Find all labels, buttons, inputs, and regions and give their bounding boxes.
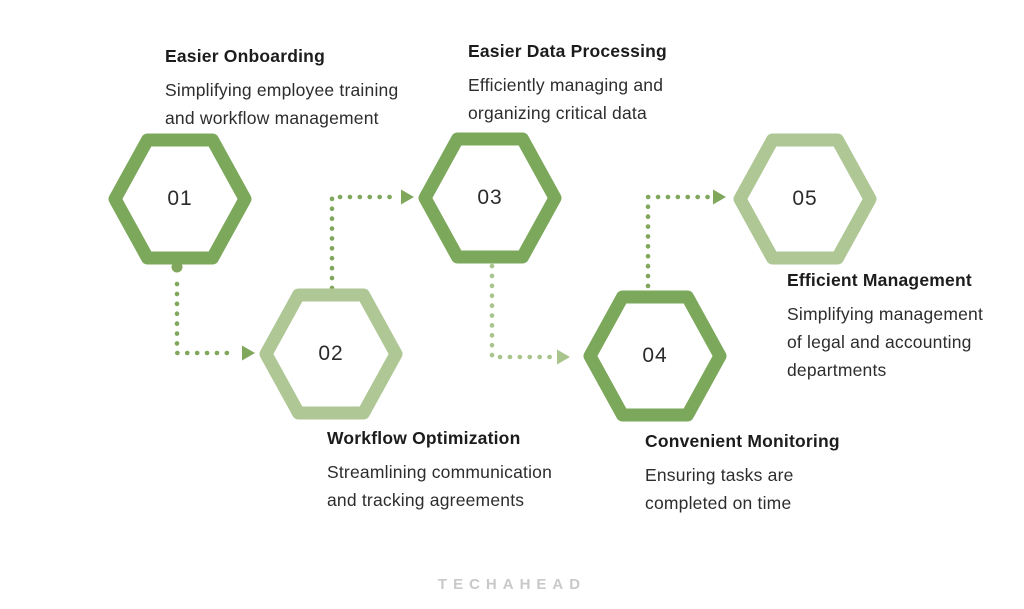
connector-arrowhead-icon: [401, 189, 414, 205]
connector-dotted-line: [645, 194, 711, 289]
step-04-label: Convenient Monitoring Ensuring tasks are…: [645, 429, 840, 517]
connector-01-02: [171, 261, 255, 361]
step-title: Easier Onboarding: [165, 46, 325, 66]
step-number: 02: [318, 342, 344, 365]
connector-04-05: [645, 189, 726, 289]
techahead-logo: TECHAHEAD: [437, 576, 587, 593]
connector-arrowhead-icon: [713, 189, 726, 205]
connector-arrowhead-icon: [557, 349, 570, 365]
hexagon-outline-icon: [418, 132, 562, 264]
step-description-line: of legal and accounting: [787, 332, 972, 352]
connector-02-03: [329, 189, 414, 291]
step-01-label: Easier Onboarding Simplifying employee t…: [165, 44, 398, 132]
step-description-line: and tracking agreements: [327, 490, 525, 510]
step-description: Simplifying management of legal and acco…: [787, 300, 983, 384]
hexagon-step-03: 03: [417, 132, 563, 264]
step-description-line: completed on time: [645, 493, 792, 513]
step-number: 05: [792, 187, 818, 210]
step-title: Convenient Monitoring: [645, 431, 840, 451]
step-description-line: departments: [787, 360, 887, 380]
connector-dotted-line: [329, 194, 399, 291]
step-02-label: Workflow Optimization Streamlining commu…: [327, 426, 552, 514]
step-description: Efficiently managing and organizing crit…: [468, 71, 667, 127]
connector-arrowhead-icon: [242, 345, 255, 361]
step-title: Efficient Management: [787, 270, 972, 290]
step-title: Easier Data Processing: [468, 41, 667, 61]
hexagon-outline-icon: [259, 288, 403, 420]
step-description-line: Simplifying employee training: [165, 80, 399, 100]
step-description: Simplifying employee training and workfl…: [165, 76, 398, 132]
step-03-label: Easier Data Processing Efficiently manag…: [468, 39, 667, 127]
hexagon-outline-icon: [733, 133, 877, 265]
connector-03-04: [489, 263, 570, 365]
step-description-line: Simplifying management: [787, 304, 984, 324]
connector-dotted-line: [174, 281, 237, 356]
step-number: 03: [477, 186, 503, 209]
hexagon-step-04: 04: [582, 290, 728, 422]
step-05-label: Efficient Management Simplifying managem…: [787, 268, 983, 384]
step-number: 04: [642, 344, 668, 367]
step-description: Streamlining communication and tracking …: [327, 458, 552, 514]
hexagon-outline-icon: [108, 133, 252, 265]
step-number: 01: [167, 187, 193, 210]
step-description-line: and workflow management: [165, 108, 379, 128]
hexagon-outline-icon: [583, 290, 727, 422]
step-description-line: Ensuring tasks are: [645, 465, 794, 485]
step-title: Workflow Optimization: [327, 428, 521, 448]
step-description-line: Efficiently managing and: [468, 75, 664, 95]
connector-dotted-line: [489, 263, 555, 360]
hexagon-step-05: 05: [732, 133, 878, 265]
step-description-line: Streamlining communication: [327, 462, 553, 482]
step-description: Ensuring tasks are completed on time: [645, 461, 840, 517]
hexagon-step-01: 01: [107, 133, 253, 265]
step-description-line: organizing critical data: [468, 103, 647, 123]
hexagon-step-02: 02: [258, 288, 404, 420]
